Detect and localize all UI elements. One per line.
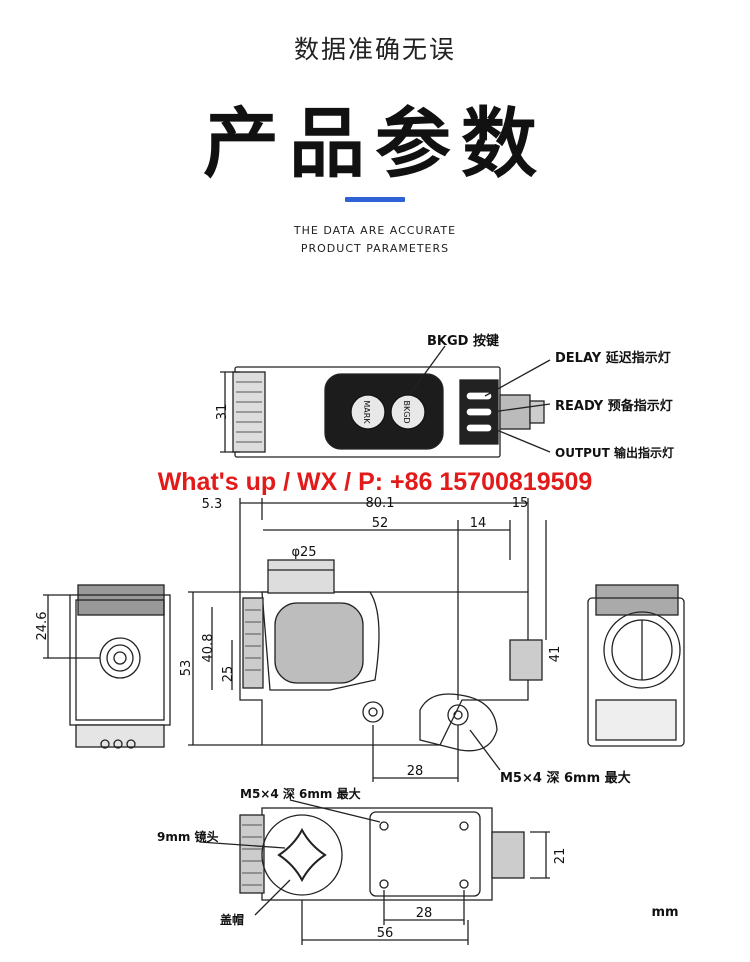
dim-40-8: 40.8 <box>201 634 216 663</box>
mark-button <box>350 394 386 430</box>
right-view <box>587 584 685 747</box>
unit-mm: mm <box>651 905 678 920</box>
label-lens: 9mm 镜头 <box>157 829 219 844</box>
bkgd-button <box>390 394 426 430</box>
label-m5-front: M5×4 深 6mm 最大 <box>500 770 631 786</box>
bottom-view <box>199 799 550 945</box>
left-view-connector <box>99 637 141 679</box>
dim-56: 56 <box>377 926 394 941</box>
english-line-1: THE DATA ARE ACCURATE <box>293 224 457 237</box>
left-view <box>43 584 171 749</box>
bkgd-button-label: BKGD <box>402 400 411 423</box>
mount-plate <box>369 811 481 897</box>
right-view-body <box>587 597 685 747</box>
dim-25: 25 <box>221 666 236 683</box>
connector <box>499 394 531 430</box>
dim-14: 14 <box>470 516 487 531</box>
lens-cross <box>277 827 327 883</box>
dim-53: 53 <box>179 660 194 677</box>
right-view-knob <box>603 611 681 689</box>
label-bkgd: BKGD 按键 <box>427 333 499 349</box>
accent-bar <box>345 197 405 202</box>
label-output: OUTPUT 输出指示灯 <box>555 445 674 460</box>
dim-52: 52 <box>372 516 389 531</box>
dim-24-6: 24.6 <box>35 612 50 641</box>
dim-41: 41 <box>548 646 563 663</box>
dim-80-1: 80.1 <box>366 496 395 511</box>
page-title: 产品参数 <box>203 99 547 188</box>
mount-bracket <box>419 693 498 752</box>
dim-28-bottom: 28 <box>416 906 433 921</box>
english-line-2: PRODUCT PARAMETERS <box>300 242 450 255</box>
front-lens-window <box>274 602 364 684</box>
dim-28-front: 28 <box>407 764 424 779</box>
dim-21: 21 <box>553 848 568 865</box>
front-view <box>188 498 547 782</box>
top-view: MARK BKGD <box>220 345 551 458</box>
label-delay: DELAY 延迟指示灯 <box>555 350 671 366</box>
page-subtitle: 数据准确无误 <box>293 35 456 64</box>
label-m5-bottom: M5×4 深 6mm 最大 <box>240 786 361 801</box>
label-cap: 盖帽 <box>220 912 244 927</box>
front-body <box>261 591 380 691</box>
mark-button-label: MARK <box>362 400 371 424</box>
label-ready: READY 预备指示灯 <box>555 398 673 414</box>
mount-hole-1 <box>362 701 384 723</box>
dim-phi-25: φ25 <box>291 545 316 560</box>
dim-31: 31 <box>215 404 230 421</box>
dim-5-3: 5.3 <box>202 497 223 512</box>
dim-15: 15 <box>512 496 529 511</box>
lens-cap <box>261 814 343 896</box>
contact-watermark: What's up / WX / P: +86 15700819509 <box>157 468 593 496</box>
front-knob <box>267 559 335 594</box>
